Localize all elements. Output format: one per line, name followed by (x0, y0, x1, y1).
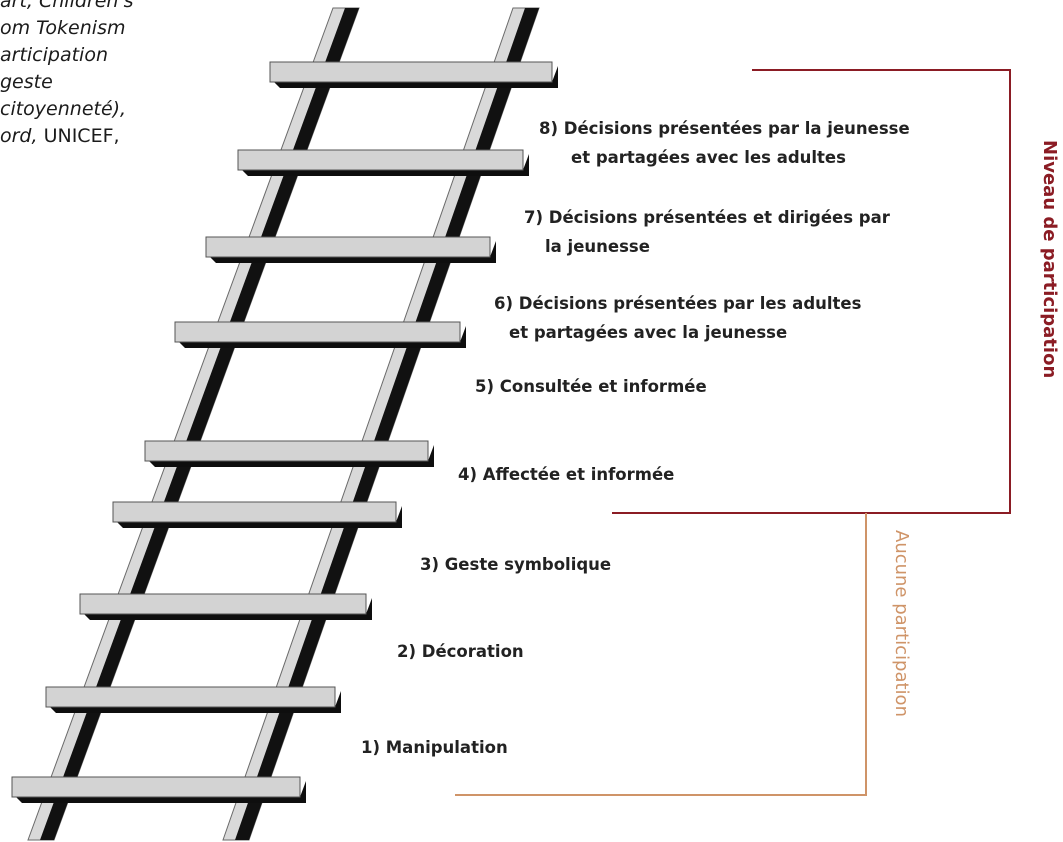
no-participation-bracket (455, 513, 867, 796)
step-1-label: 1) Manipulation (361, 738, 508, 757)
ladder-rail-shadow (40, 8, 359, 840)
step-6-label: 6) Décisions présentées par les adultes … (494, 294, 862, 342)
ladder-rails (27, 7, 540, 841)
step-7-label: 7) Décisions présentées et dirigées par … (524, 208, 890, 256)
ladder-rail-shadow (235, 8, 539, 840)
citation-text: art, Children's om Tokenism articipation… (0, 0, 270, 194)
step-4-label: 4) Affectée et informée (458, 465, 675, 484)
ladder-rung (269, 61, 553, 83)
citation-line: ord, UNICEF, (0, 125, 120, 147)
ladder-rung (112, 501, 397, 523)
no-participation-label: Aucune participation (891, 530, 912, 717)
ladder-rung (11, 776, 301, 798)
ladder-rung (45, 686, 336, 708)
ladder-rung (205, 236, 491, 258)
citation-line: articipation (0, 44, 109, 66)
participation-level-label: Niveau de participation (1039, 140, 1060, 379)
ladder-rung (174, 321, 461, 343)
participation-brackets (455, 69, 1011, 796)
ladder-rung (79, 593, 367, 615)
citation-line: citoyenneté), (0, 98, 127, 120)
ladder-rung (144, 440, 429, 462)
citation-line: geste (0, 71, 53, 93)
step-2-label: 2) Décoration (397, 642, 524, 661)
participation-bracket (612, 69, 1011, 514)
step-8-label: 8) Décisions présentées par la jeunesse … (539, 119, 910, 167)
step-3-label: 3) Geste symbolique (420, 555, 612, 574)
ladder-rung (237, 149, 524, 171)
citation-line: om Tokenism (0, 17, 126, 39)
citation-line: art, Children's (0, 0, 134, 12)
step-5-label: 5) Consultée et informée (475, 377, 707, 396)
ladder-rungs (11, 61, 558, 803)
